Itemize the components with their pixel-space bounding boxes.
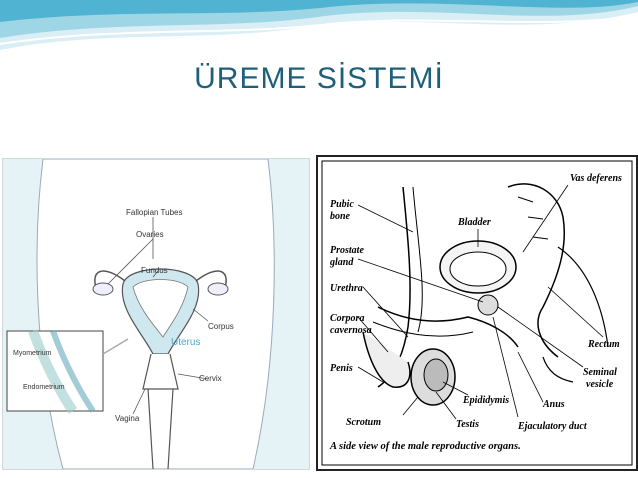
cavernosa-label: cavernosa xyxy=(330,325,372,336)
header-wave-decoration xyxy=(0,0,638,50)
testis-label: Testis xyxy=(456,419,479,430)
seminal-label: Seminal xyxy=(583,367,617,378)
ejaculatory-duct-label: Ejaculatory duct xyxy=(517,421,588,432)
male-reproductive-diagram: Vas deferens Pubic bone Bladder Prostate… xyxy=(316,155,638,471)
pubic-label: Pubic xyxy=(330,199,354,210)
endometrium-label: Endometrium xyxy=(23,384,65,391)
corpus-label: Corpus xyxy=(208,322,234,331)
scrotum-label: Scrotum xyxy=(346,417,381,428)
vagina-label: Vagina xyxy=(115,414,140,423)
bladder-label: Bladder xyxy=(457,217,491,228)
uterus-label: Uterus xyxy=(171,337,200,348)
penis-label: Penis xyxy=(330,363,353,374)
anus-label: Anus xyxy=(542,399,565,410)
fallopian-tubes-label: Fallopian Tubes xyxy=(126,208,182,217)
rectum-label: Rectum xyxy=(587,339,620,350)
epididymis-label: Epididymis xyxy=(462,395,509,406)
gland-label: gland xyxy=(329,257,354,268)
myometrium-label: Myometrium xyxy=(13,350,52,357)
fundus-label: Fundus xyxy=(141,266,168,275)
slide-title: ÜREME SİSTEMİ xyxy=(194,62,444,95)
cervix-label: Cervix xyxy=(199,374,222,383)
ovaries-label: Ovaries xyxy=(136,230,164,239)
vas-deferens-label: Vas deferens xyxy=(570,173,622,184)
corpora-label: Corpora xyxy=(330,313,364,324)
male-diagram-caption: A side view of the male reproductive org… xyxy=(329,441,521,452)
bone-label: bone xyxy=(330,211,351,222)
female-reproductive-diagram: Fallopian Tubes Ovaries Fundus Corpus Ut… xyxy=(2,158,310,470)
vesicle-label: vesicle xyxy=(586,379,614,390)
prostate-label: Prostate xyxy=(330,245,364,256)
urethra-label: Urethra xyxy=(330,283,363,294)
